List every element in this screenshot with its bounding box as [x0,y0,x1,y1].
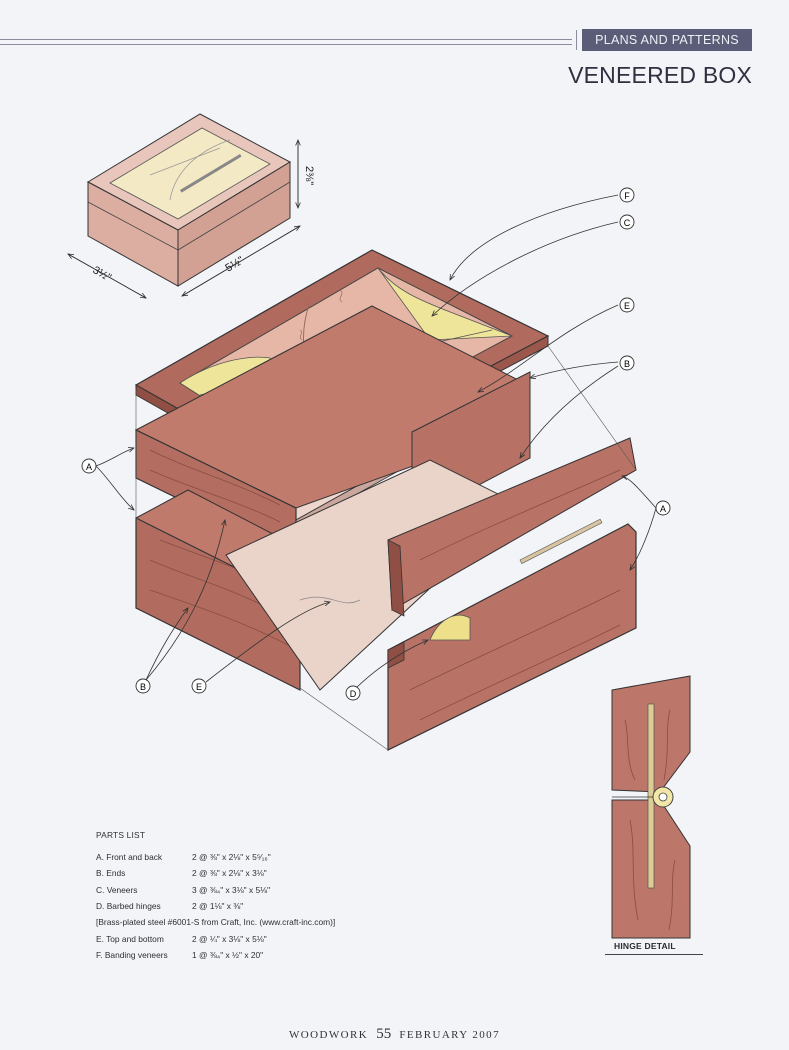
dim-height: 2⅜" [303,166,315,185]
lower-box-section [135,437,637,691]
callout-b-top: B [624,359,630,369]
parts-row: C. Veneers 3 @ ⅜₄" x 3⅛" x 5⅛" [96,882,426,898]
part-label: C. Veneers [96,884,138,895]
part-spec: 2 @ ⅜" x 2⅛" x 5⁵⁄₁₆" [192,852,271,863]
front-panel [387,518,637,751]
parts-list-title: PARTS LIST [96,830,146,840]
callout-f: F [624,191,630,201]
header-rule-tick [576,30,577,50]
callout-c: C [624,218,631,228]
callout-a-left: A [86,462,92,472]
part-label: B. Ends [96,868,126,879]
parts-list: PARTS LIST A. Front and back 2 @ ⅜" x 2⅛… [96,830,426,963]
callout-b-bottom: B [140,682,146,692]
parts-note: [Brass-plated steel #6001-S from Craft, … [96,917,336,928]
part-spec: 3 @ ⅜₄" x 3⅛" x 5⅛" [192,884,271,895]
overview-box: 2⅜" 3½" 5½" [68,113,315,298]
hinge-detail-underline [605,954,703,955]
leader-lines [95,194,657,689]
page-title: VENEERED BOX [568,62,752,88]
callout-a-right: A [660,504,666,514]
part-label: D. Barbed hinges [96,901,161,912]
part-spec: 1 @ ⅜₄" x ½" x 20" [192,949,264,960]
parts-row: F. Banding veneers 1 @ ⅜₄" x ½" x 20" [96,947,426,963]
part-label: A. Front and back [96,852,163,863]
callout-e-bottom: E [196,682,202,692]
hinge-icon [429,614,471,641]
part-spec: 2 @ 1⅛" x ⅜" [192,901,244,912]
footer-page-number: 55 [376,1026,392,1042]
parts-row: E. Top and bottom 2 @ ¼" x 3⅛" x 5⅛" [96,930,426,946]
part-label: E. Top and bottom [96,933,164,944]
hinge-detail-label: HINGE DETAIL [614,941,676,951]
footer-date: FEBRUARY 2007 [399,1029,500,1041]
part-label: F. Banding veneers [96,949,168,960]
callouts: F C E B A A B E D [81,187,671,701]
part-spec: 2 @ ¼" x 3⅛" x 5⅛" [192,933,267,944]
dim-depth: 3½" [91,264,114,284]
header-rule [0,39,572,45]
part-spec: 2 @ ⅜" x 2⅛" x 3⅛" [192,868,267,879]
page-footer: WOODWORK 55 FEBRUARY 2007 [0,1026,789,1043]
hinge-detail-drawing [611,675,691,939]
callout-e-top: E [624,301,630,311]
dim-length: 5½" [223,254,246,274]
callout-d: D [350,689,357,699]
footer-publication: WOODWORK [289,1029,369,1041]
section-tag: PLANS AND PATTERNS [582,29,752,51]
parts-row: D. Barbed hinges 2 @ 1⅛" x ⅜" [96,898,426,914]
parts-row: A. Front and back 2 @ ⅜" x 2⅛" x 5⁵⁄₁₆" [96,849,426,865]
parts-row: B. Ends 2 @ ⅜" x 2⅛" x 3⅛" [96,865,426,881]
construction-lines [135,345,637,751]
